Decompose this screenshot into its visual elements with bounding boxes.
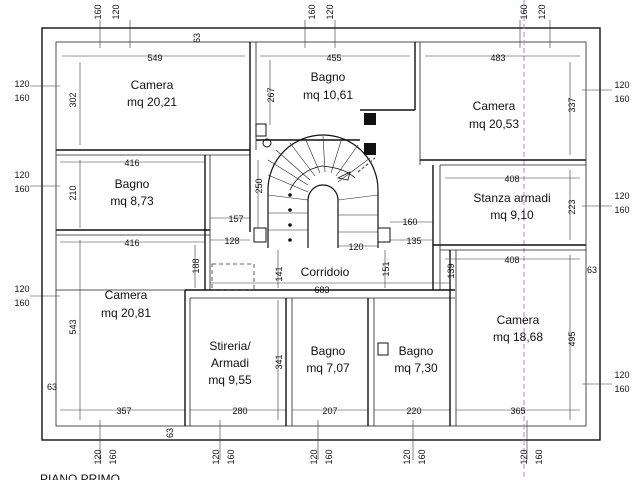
outer-wall-inner <box>55 41 587 427</box>
room-area-camera-sw: mq 20,81 <box>101 306 151 320</box>
dashed-outline <box>211 263 255 291</box>
dim-207: 207 <box>322 406 337 416</box>
dim-63-bottom: 63 <box>165 428 175 438</box>
dim-280: 280 <box>232 406 247 416</box>
room-name-stireria-1: Stireria/ <box>209 339 251 353</box>
dim-151: 151 <box>381 261 391 276</box>
dim-160: 160 <box>402 217 417 227</box>
dim-337: 337 <box>567 97 577 112</box>
outer-wall-outer <box>41 27 601 441</box>
opening-bottom-3-a: 120 <box>309 449 319 464</box>
room-name-stanza-armadi: Stanza armadi <box>473 191 550 205</box>
dim-157: 157 <box>228 214 243 224</box>
dim-455: 455 <box>326 53 341 63</box>
opening-right-2-a: 120 <box>614 191 629 201</box>
opening-bottom-3-b: 160 <box>324 449 334 464</box>
opening-top-1-a: 160 <box>93 4 103 19</box>
room-area-bagno-s2: mq 7,30 <box>394 361 438 375</box>
room-area-bagno-w: mq 8,73 <box>110 194 154 208</box>
opening-left-1-a: 120 <box>14 79 29 89</box>
opening-markers <box>30 20 612 460</box>
opening-bottom-1-a: 120 <box>93 449 103 464</box>
room-name-stireria-2: Armadi <box>211 356 249 370</box>
dim-141: 141 <box>274 266 284 281</box>
opening-bottom-5-a: 120 <box>519 449 529 464</box>
opening-right-2-b: 160 <box>614 205 629 215</box>
dim-210: 210 <box>68 185 78 200</box>
dim-416-a: 416 <box>124 158 139 168</box>
dim-408-b: 408 <box>504 255 519 265</box>
dim-63-left: 63 <box>47 382 57 392</box>
dim-267: 267 <box>266 87 276 102</box>
dim-120: 120 <box>348 242 363 252</box>
dim-188: 188 <box>191 258 201 273</box>
opening-left-1-b: 160 <box>14 93 29 103</box>
opening-left-2-a: 120 <box>14 170 29 180</box>
room-area-stireria: mq 9,55 <box>208 373 252 387</box>
dim-63-top: 63 <box>192 33 202 43</box>
opening-top-3-b: 120 <box>537 4 547 19</box>
opening-left-3-b: 160 <box>14 298 29 308</box>
room-name-camera-nw: Camera <box>131 78 174 92</box>
opening-bottom-4-b: 160 <box>417 449 427 464</box>
room-area-camera-ne: mq 20,53 <box>469 117 519 131</box>
opening-bottom-5-b: 160 <box>534 449 544 464</box>
room-name-bagno-s1: Bagno <box>311 344 346 358</box>
dimension-lines <box>60 55 580 420</box>
dim-483: 483 <box>490 53 505 63</box>
opening-bottom-4-a: 120 <box>402 449 412 464</box>
dim-549: 549 <box>147 53 162 63</box>
dim-302: 302 <box>68 92 78 107</box>
opening-bottom-1-b: 160 <box>108 449 118 464</box>
pillars <box>253 113 391 356</box>
opening-left-2-b: 160 <box>14 184 29 194</box>
spiral-staircase <box>267 134 379 248</box>
dim-128: 128 <box>224 236 239 246</box>
dim-250: 250 <box>254 178 264 193</box>
opening-right-3-b: 160 <box>614 384 629 394</box>
opening-right-1-b: 160 <box>614 94 629 104</box>
room-name-camera-se: Camera <box>497 313 540 327</box>
dim-135: 135 <box>406 236 421 246</box>
dim-139: 139 <box>446 263 456 278</box>
dim-408-a: 408 <box>504 174 519 184</box>
opening-top-3-a: 160 <box>519 4 529 19</box>
dim-495: 495 <box>567 331 577 346</box>
dim-63-right: 63 <box>587 265 597 275</box>
room-area-camera-nw: mq 20,21 <box>127 95 177 109</box>
opening-top-2-b: 120 <box>325 4 335 19</box>
room-name-corridoio: Corridoio <box>301 265 350 279</box>
dim-223: 223 <box>567 199 577 214</box>
room-area-camera-se: mq 18,68 <box>493 330 543 344</box>
opening-top-1-b: 120 <box>111 4 121 19</box>
opening-right-3-a: 120 <box>614 370 629 380</box>
dim-365: 365 <box>510 406 525 416</box>
dim-341: 341 <box>274 354 284 369</box>
room-name-bagno-s2: Bagno <box>399 344 434 358</box>
room-name-camera-ne: Camera <box>473 99 516 113</box>
room-area-bagno-s1: mq 7,07 <box>306 361 350 375</box>
room-name-camera-sw: Camera <box>105 288 148 302</box>
room-name-bagno-w: Bagno <box>115 177 150 191</box>
room-name-bagno-top: Bagno <box>311 70 346 84</box>
opening-bottom-2-b: 160 <box>226 449 236 464</box>
opening-bottom-2-a: 120 <box>211 449 221 464</box>
opening-right-1-a: 120 <box>614 80 629 90</box>
opening-left-3-a: 120 <box>14 284 29 294</box>
plan-caption: PIANO PRIMO <box>40 472 120 480</box>
dim-416-b: 416 <box>124 238 139 248</box>
room-area-stanza-armadi: mq 9,10 <box>490 208 534 222</box>
opening-top-2-a: 160 <box>307 4 317 19</box>
dim-357: 357 <box>116 406 131 416</box>
room-area-bagno-top: mq 10,61 <box>303 88 353 102</box>
dim-220: 220 <box>406 406 421 416</box>
dim-683: 683 <box>314 285 329 295</box>
dim-543: 543 <box>68 319 78 334</box>
